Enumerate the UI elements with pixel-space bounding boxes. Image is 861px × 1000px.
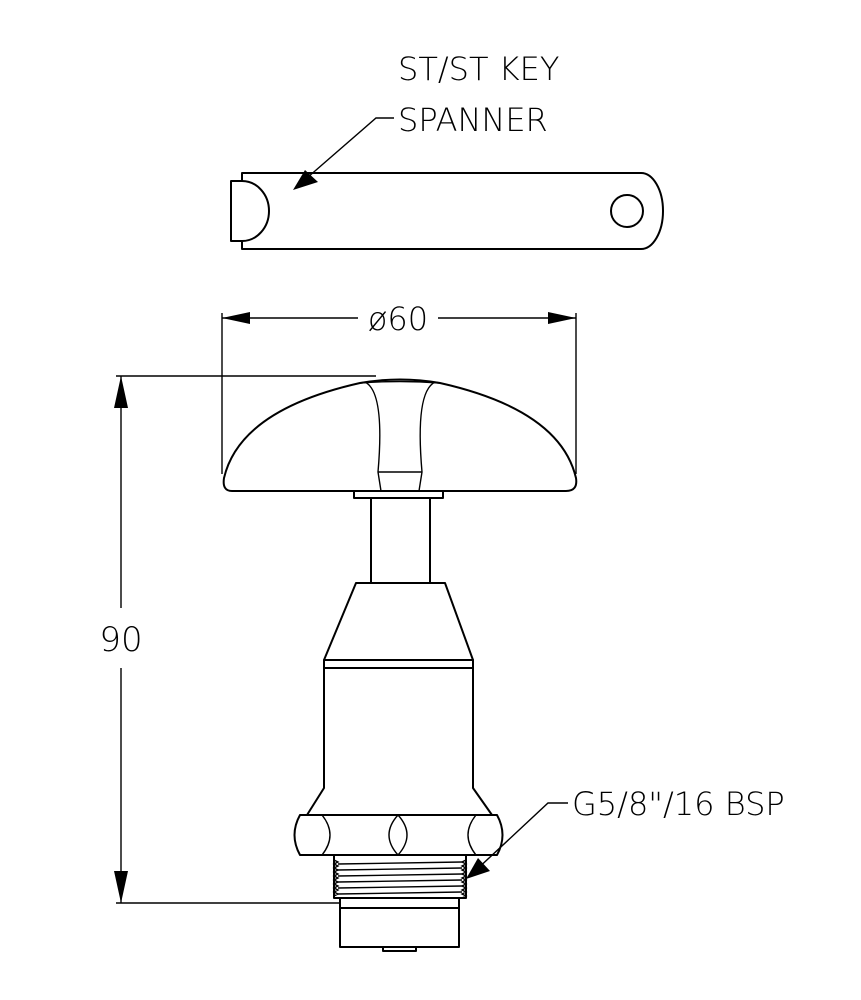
thread bbox=[332, 854, 468, 899]
label-height: 90 bbox=[99, 620, 142, 660]
tap-stem bbox=[353, 490, 444, 584]
hex-nut bbox=[293, 814, 504, 856]
tap-handle bbox=[222, 378, 578, 492]
label-key-line2: SPANNER bbox=[398, 101, 548, 139]
spanner-hole bbox=[610, 194, 644, 228]
thread-leader bbox=[466, 802, 568, 879]
height-dimension: 90 bbox=[99, 375, 376, 904]
key-spanner bbox=[230, 172, 664, 250]
spindle-end bbox=[339, 897, 460, 952]
spanner-leader bbox=[293, 117, 394, 190]
label-diameter: ø60 bbox=[368, 300, 428, 338]
label-thread: G5/8"/16 BSP bbox=[572, 785, 785, 823]
label-key-line1: ST/ST KEY bbox=[398, 50, 559, 88]
headwork-body bbox=[306, 582, 493, 816]
diameter-dimension: ø60 bbox=[221, 300, 577, 474]
